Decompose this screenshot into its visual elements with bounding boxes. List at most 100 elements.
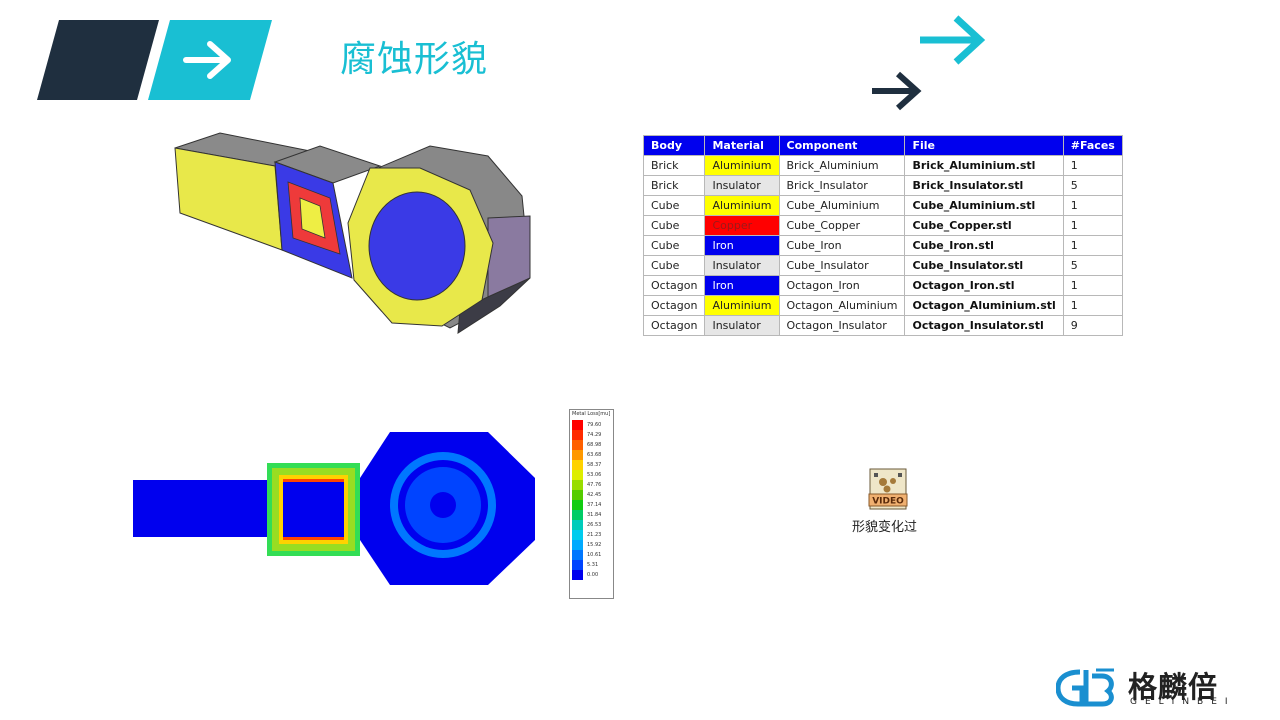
legend-swatch — [572, 460, 583, 470]
body-cell: Cube — [642, 235, 706, 256]
table-row: Cube Copper Cube_Copper Cube_Copper.stl … — [642, 215, 1123, 236]
material-cell: Iron — [704, 235, 780, 256]
company-name-en: GELINBEI — [1130, 697, 1236, 707]
legend-entry: 31.84 — [572, 510, 601, 520]
component-cell: Brick_Aluminium — [778, 155, 906, 176]
body-cell: Octagon — [642, 295, 706, 316]
file-cell: Cube_Copper.stl — [904, 215, 1064, 236]
faces-cell: 5 — [1062, 255, 1123, 276]
legend-swatch — [572, 530, 583, 540]
table-row: Octagon Iron Octagon_Iron Octagon_Iron.s… — [642, 275, 1123, 296]
legend-entry: 26.53 — [572, 520, 601, 530]
material-cell: Aluminium — [704, 295, 780, 316]
legend-entry: 74.29 — [572, 430, 601, 440]
legend-swatch — [572, 560, 583, 570]
corrosion-heatmap — [133, 432, 535, 585]
body-cell: Octagon — [642, 275, 706, 296]
legend-swatch — [572, 430, 583, 440]
material-cell: Insulator — [704, 255, 780, 276]
legend-label: 63.68 — [587, 452, 602, 458]
file-cell: Cube_Aluminium.stl — [904, 195, 1064, 216]
file-cell: Brick_Insulator.stl — [904, 175, 1064, 196]
faces-cell: 1 — [1062, 155, 1123, 176]
legend-entry: 10.61 — [572, 550, 601, 560]
legend-swatch — [572, 450, 583, 460]
legend-label: 37.14 — [587, 502, 602, 508]
legend-label: 5.31 — [587, 562, 599, 568]
material-cell: Insulator — [704, 175, 780, 196]
legend-title: Metal Loss[mu] — [572, 411, 611, 417]
navy-arrow-icon — [872, 71, 922, 111]
component-cell: Cube_Iron — [778, 235, 906, 256]
faces-cell: 1 — [1062, 195, 1123, 216]
faces-cell: 1 — [1062, 295, 1123, 316]
body-cell: Cube — [642, 195, 706, 216]
faces-cell: 1 — [1062, 275, 1123, 296]
legend-label: 0.00 — [587, 572, 599, 578]
file-cell: Cube_Iron.stl — [904, 235, 1064, 256]
legend-entry: 47.76 — [572, 480, 601, 490]
body-cell: Brick — [642, 155, 706, 176]
file-cell: Octagon_Aluminium.stl — [904, 295, 1064, 316]
file-cell: Octagon_Insulator.stl — [904, 315, 1064, 336]
file-cell: Octagon_Iron.stl — [904, 275, 1064, 296]
legend-swatch — [572, 480, 583, 490]
legend-entry: 68.98 — [572, 440, 601, 450]
table-row: Brick Insulator Brick_Insulator Brick_In… — [642, 175, 1123, 196]
legend-entry: 53.06 — [572, 470, 601, 480]
faces-cell: 1 — [1062, 235, 1123, 256]
component-cell: Octagon_Insulator — [778, 315, 906, 336]
legend-label: 31.84 — [587, 512, 602, 518]
material-table: Body Material Component File #Faces Bric… — [642, 135, 1123, 336]
faces-cell: 5 — [1062, 175, 1123, 196]
column-header: Component — [778, 135, 906, 156]
video-caption[interactable]: 形貌变化过 — [852, 520, 918, 535]
metal-loss-legend: Metal Loss[mu] 79.60 74.29 68.98 63.68 5… — [569, 409, 614, 599]
legend-entry: 79.60 — [572, 420, 601, 430]
material-cell: Copper — [704, 215, 780, 236]
legend-entry: 37.14 — [572, 500, 601, 510]
table-row: Cube Iron Cube_Iron Cube_Iron.stl 1 — [642, 235, 1123, 256]
legend-entry: 0.00 — [572, 570, 598, 580]
legend-label: 74.29 — [587, 432, 602, 438]
body-cell: Octagon — [642, 315, 706, 336]
table-header-row: Body Material Component File #Faces — [642, 135, 1123, 156]
file-cell: Cube_Insulator.stl — [904, 255, 1064, 276]
legend-label: 15.92 — [587, 542, 602, 548]
column-header: Material — [704, 135, 780, 156]
column-header: File — [904, 135, 1064, 156]
material-cell: Aluminium — [704, 155, 780, 176]
legend-swatch — [572, 420, 583, 430]
legend-swatch — [572, 540, 583, 550]
legend-label: 47.76 — [587, 482, 602, 488]
body-cell: Brick — [642, 175, 706, 196]
table-row: Cube Insulator Cube_Insulator Cube_Insul… — [642, 255, 1123, 276]
legend-swatch — [572, 550, 583, 560]
header-dark-banner — [37, 20, 159, 100]
video-badge-text: VIDEO — [872, 497, 904, 507]
legend-label: 42.45 — [587, 492, 602, 498]
component-cell: Octagon_Iron — [778, 275, 906, 296]
component-cell: Brick_Insulator — [778, 175, 906, 196]
legend-entry: 63.68 — [572, 450, 601, 460]
legend-swatch — [572, 570, 583, 580]
3d-model-illustration — [174, 132, 531, 334]
legend-label: 21.23 — [587, 532, 602, 538]
component-cell: Octagon_Aluminium — [778, 295, 906, 316]
legend-entry: 21.23 — [572, 530, 601, 540]
table-row: Octagon Aluminium Octagon_Aluminium Octa… — [642, 295, 1123, 316]
page-title: 腐蚀形貌 — [340, 39, 489, 80]
legend-swatch — [572, 470, 583, 480]
legend-label: 10.61 — [587, 552, 602, 558]
file-cell: Brick_Aluminium.stl — [904, 155, 1064, 176]
component-cell: Cube_Copper — [778, 215, 906, 236]
column-header: #Faces — [1062, 135, 1123, 156]
legend-label: 79.60 — [587, 422, 602, 428]
video-file-icon[interactable]: VIDEO — [866, 468, 910, 510]
legend-entry: 42.45 — [572, 490, 601, 500]
component-cell: Cube_Insulator — [778, 255, 906, 276]
teal-arrow-icon — [920, 15, 986, 65]
material-cell: Iron — [704, 275, 780, 296]
faces-cell: 1 — [1062, 215, 1123, 236]
table-row: Brick Aluminium Brick_Aluminium Brick_Al… — [642, 155, 1123, 176]
